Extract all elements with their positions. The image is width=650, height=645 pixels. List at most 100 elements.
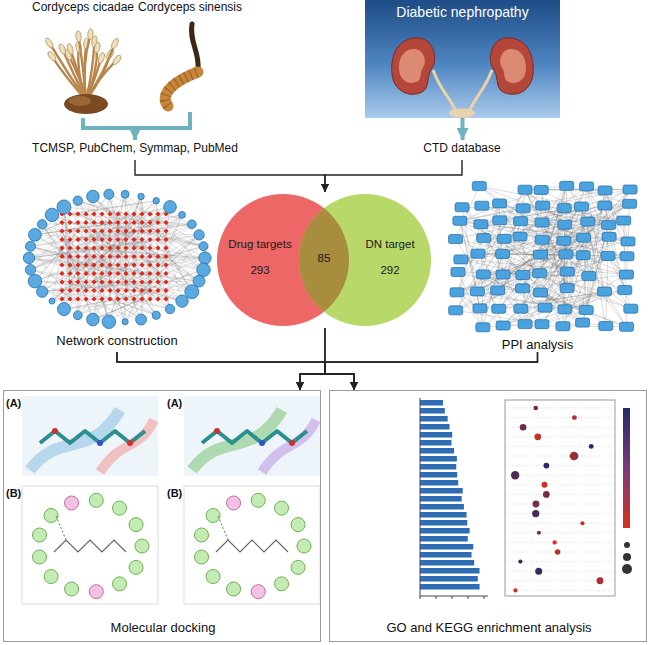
ppi-link [456,186,480,239]
compound-node [75,262,80,267]
compound-node [155,237,160,242]
protein-node [557,204,571,213]
residue-circle [291,518,305,532]
bubble-gridline [506,513,614,514]
compound-node [67,262,72,267]
axis-tick [436,596,437,599]
target-node [57,200,71,214]
compound-node [75,296,80,301]
compound-node [115,262,120,267]
ppi-link [540,292,626,326]
compound-node [107,296,112,301]
target-node [23,252,34,263]
protein-node [598,201,612,210]
network-link [78,265,126,315]
compound-node [163,254,168,259]
network-link [110,194,125,265]
compound-node [123,211,128,216]
protein-node [473,304,487,313]
ppi-link [479,186,631,309]
result-panel: Molecular docking [3,390,321,642]
network-link [42,292,126,299]
compound-node [147,271,152,276]
target-node [165,304,174,313]
network-link [150,214,204,246]
compound-node [99,220,104,225]
target-node [199,242,208,251]
network-panel: PPI analysis [440,175,635,352]
residue-circle [33,528,47,542]
ppi-link [499,222,588,309]
target-node [187,220,196,229]
photo-node: Cordyceps cicadae [29,0,137,118]
ligand-atom [289,440,295,446]
herb-target-network [23,189,211,328]
protein-node [516,271,530,280]
target-node [73,196,82,205]
result-panel: GO and KEGG enrichment analysis [329,390,647,642]
bubble [533,406,538,411]
ppi-link [541,206,582,254]
compound-node [83,211,88,216]
axis-tick [420,596,421,599]
target-node [176,295,188,307]
residue-circle [65,496,79,510]
ppi-link [456,275,523,310]
ppi-link [483,254,566,327]
protein-node [617,216,631,225]
compound-node [139,220,144,225]
protein-node [556,322,570,331]
ppi-link [563,326,627,328]
bubble [535,568,542,575]
residue-circle [195,550,209,564]
node-text: 85 [318,252,331,265]
protein-node [534,250,548,259]
hbond-line [218,516,228,540]
compound-node [115,288,120,293]
compound-node [83,237,88,242]
protein-node [623,185,637,194]
protein-node [620,270,634,279]
compound-node [139,211,144,216]
residue-circle [44,508,58,522]
protein-node [558,305,572,314]
go-bar [420,544,473,550]
compound-node [163,228,168,233]
network-link [52,215,110,265]
cicada-body [64,94,108,114]
ligand-atom [214,428,220,434]
compound-node [147,220,152,225]
compound-node [83,279,88,284]
go-bar [420,488,463,494]
bladder [449,109,475,118]
bubble [597,577,604,584]
residue-circle [113,577,127,591]
compound-node [155,262,160,267]
protein-node [476,323,490,332]
compound-node [123,279,128,284]
ureter [433,70,456,112]
protein-node [598,186,612,195]
target-node [37,286,48,297]
compound-node [107,245,112,250]
kidney-cortex [399,49,425,83]
target-node [199,252,211,264]
residue-circle [275,577,289,591]
network-link [94,223,204,247]
ureter [469,70,492,112]
residue-circle [65,582,79,596]
target-node [57,303,70,316]
compound-node [123,288,128,293]
compound-node [99,254,104,259]
protein-node [533,269,547,278]
node-text: 292 [380,264,399,277]
compound-node [139,237,144,242]
compound-node [83,228,88,233]
bubble-gridline [506,465,614,466]
connector [300,352,538,390]
bubble [518,559,522,563]
bubble [572,415,577,420]
node-text: DN target [365,238,414,251]
protein-node [533,288,547,297]
compound-node [163,279,168,284]
